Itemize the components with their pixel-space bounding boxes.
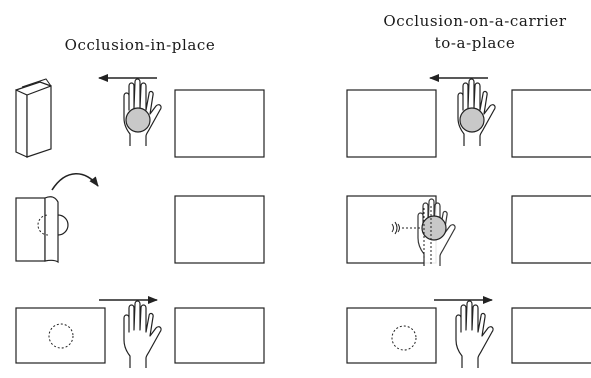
curved-arrow-icon (51, 173, 99, 191)
ball-icon (421, 215, 447, 241)
right-row-2 (346, 195, 591, 268)
left-row-1 (15, 74, 265, 158)
screen-icon (511, 195, 591, 264)
right-row-3 (346, 296, 591, 369)
screen-icon (511, 307, 591, 364)
sound-icon (391, 221, 400, 235)
open-hand-icon (123, 78, 162, 147)
ball-icon (459, 107, 485, 133)
panel-title-occlusion-in-place: Occlusion-in-place (64, 36, 216, 54)
open-hand-icon (455, 300, 494, 369)
left-row-2 (15, 173, 265, 264)
open-hand-icon (123, 300, 162, 369)
hidden-hand-outline (423, 206, 432, 268)
screen-icon (174, 195, 265, 264)
screen-icon (346, 89, 437, 158)
screen-icon (174, 89, 265, 158)
right-row-1 (346, 74, 591, 158)
folded-screen-icon (15, 78, 52, 158)
folding-screen-icon (15, 196, 69, 264)
ball-icon (125, 107, 151, 133)
left-row-3 (15, 296, 265, 369)
hand-behind-screen-icon (417, 198, 456, 267)
screen-icon (346, 307, 437, 364)
hidden-ball-icon (48, 323, 74, 349)
hidden-ball-icon (391, 325, 417, 351)
screen-icon (511, 89, 591, 158)
panel-title-occlusion-on-a-carrier: Occlusion-on-a-carrier to-a-place (383, 12, 567, 52)
screen-icon (15, 307, 106, 364)
open-hand-icon (457, 78, 496, 147)
screen-icon (174, 307, 265, 364)
